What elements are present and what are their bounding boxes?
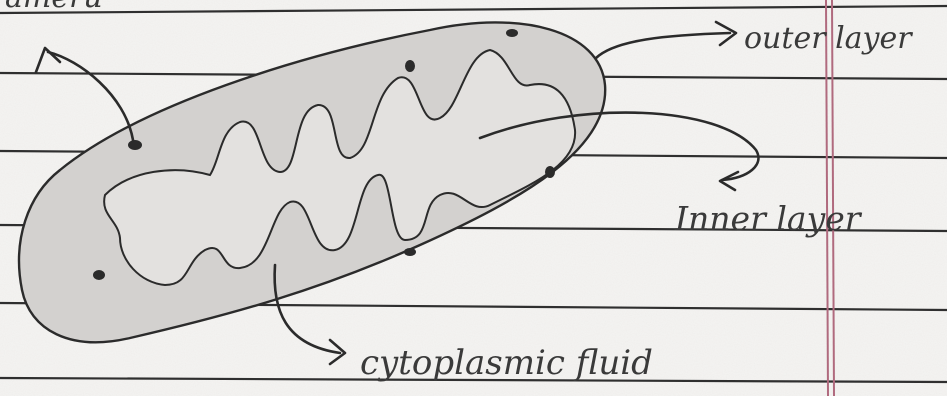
label-outer-layer: outer layer	[744, 21, 913, 56]
granule	[405, 60, 415, 72]
label-cytoplasmic-fluid: cytoplasmic fluid	[360, 343, 653, 383]
granule	[128, 140, 142, 150]
label-partial-top: ameru	[5, 0, 103, 15]
granule	[93, 270, 105, 280]
label-inner-layer: Inner layer	[674, 199, 863, 238]
granule	[506, 29, 518, 37]
granule	[404, 248, 416, 256]
granule	[545, 166, 555, 178]
